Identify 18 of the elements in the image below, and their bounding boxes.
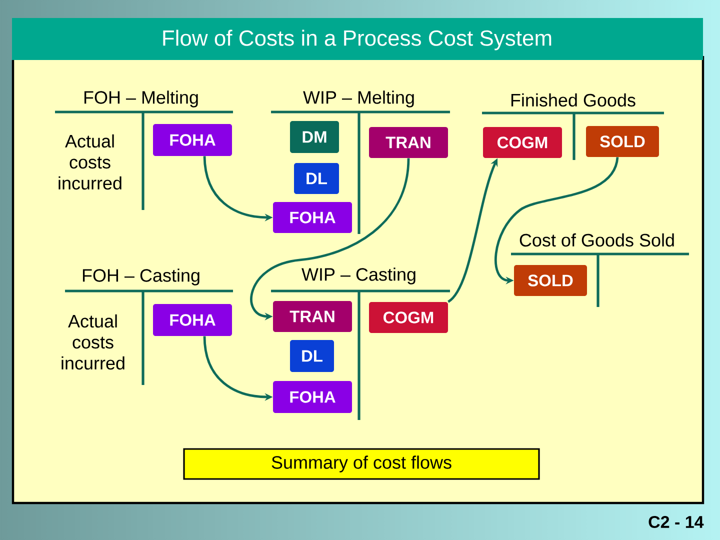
entry-box: FOHA xyxy=(153,304,232,336)
slide-number: C2 - 14 xyxy=(648,516,704,528)
entry-box: FOHA xyxy=(153,124,232,156)
caption-box: Summary of cost flows xyxy=(183,448,540,480)
entry-box: COGM xyxy=(483,127,562,158)
title: Flow of Costs in a Process Cost System xyxy=(163,30,552,50)
entry-box: DL xyxy=(294,163,339,194)
entry-box: TRAN xyxy=(369,127,448,158)
account-note: Actual costs incurred xyxy=(58,134,122,190)
entry-box: FOHA xyxy=(273,381,352,413)
entry-box: FOHA xyxy=(273,202,352,233)
entry-box: DL xyxy=(290,340,334,372)
entry-box: DM xyxy=(290,121,339,153)
entry-box: SOLD xyxy=(514,265,587,296)
entry-box: TRAN xyxy=(273,301,352,332)
entry-box: SOLD xyxy=(586,126,659,157)
account-note: Actual costs incurred xyxy=(62,314,124,370)
entry-box: COGM xyxy=(369,302,448,333)
